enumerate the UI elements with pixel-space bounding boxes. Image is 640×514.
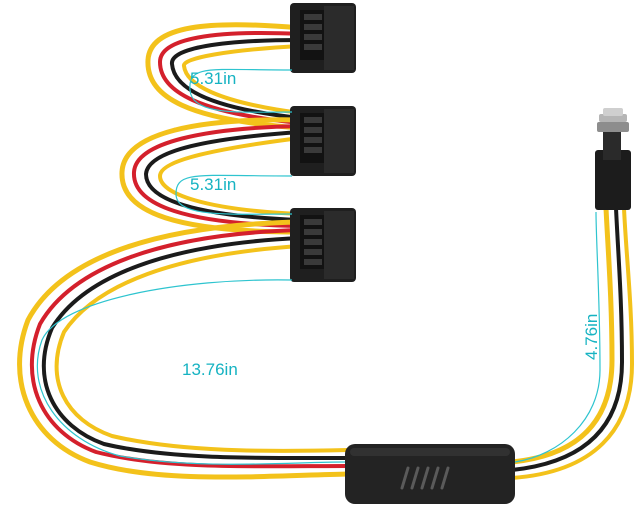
dimension-line-long bbox=[36, 279, 346, 465]
wire-bundle-middle bbox=[119, 117, 303, 235]
cable-wires bbox=[17, 22, 635, 480]
dimension-line-top bbox=[189, 68, 293, 113]
dimension-line-middle bbox=[175, 174, 293, 215]
dimension-line-switch bbox=[514, 211, 601, 463]
dimension-label-switch-run: 4.76in bbox=[582, 314, 601, 360]
push-switch bbox=[595, 108, 631, 210]
sata-connector-top bbox=[290, 3, 356, 73]
sata-connector-bottom bbox=[290, 208, 356, 282]
vent-slots bbox=[400, 466, 450, 490]
dimension-label-long-run: 13.76in bbox=[182, 360, 238, 379]
inline-control-box bbox=[345, 444, 515, 504]
dimension-lines bbox=[36, 68, 601, 465]
sata-connector-middle bbox=[290, 106, 356, 176]
dimension-label-top-loop: 5.31in bbox=[190, 69, 236, 88]
wire-bundle-long bbox=[17, 219, 351, 480]
wire-bundle-switch bbox=[509, 205, 635, 480]
dimension-label-middle-loop: 5.31in bbox=[190, 175, 236, 194]
